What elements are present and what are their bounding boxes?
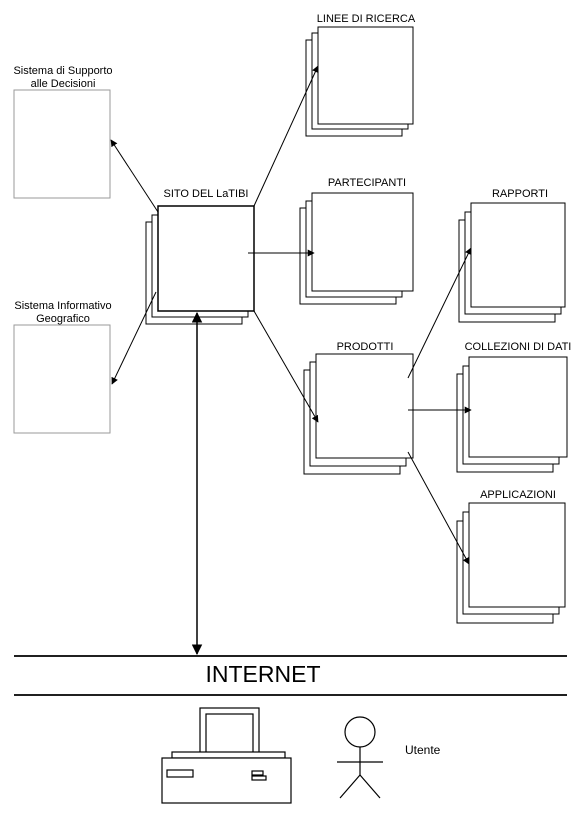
user-label: Utente <box>405 743 441 757</box>
products-label: PRODOTTI <box>337 341 394 353</box>
arrow-products-to-reports <box>407 247 472 379</box>
internet-band: INTERNET <box>14 655 567 696</box>
applications-stack: APPLICAZIONI <box>456 489 566 624</box>
geographic-information-system-box: Sistema Informativo Geografico <box>13 300 112 434</box>
research-lines-stack: LINEE DI RICERCA <box>305 13 416 137</box>
products-stack: PRODOTTI <box>303 341 414 475</box>
connections <box>110 65 472 656</box>
user-stick-figure-icon <box>337 716 383 799</box>
site-label: SITO DEL LaTIBI <box>164 188 249 200</box>
reports-stack: RAPPORTI <box>458 188 566 323</box>
arrow-products-to-applications <box>407 451 470 565</box>
computer-icon <box>161 707 292 804</box>
gis-label-line1: Sistema Informativo <box>14 300 111 312</box>
decision-support-system-box: Sistema di Supporto alle Decisioni <box>13 65 113 199</box>
data-collections-label: COLLEZIONI DI DATI <box>465 341 572 353</box>
applications-label: APPLICAZIONI <box>480 489 556 501</box>
arrow-site-to-gis <box>111 291 157 385</box>
dss-label-line1: Sistema di Supporto <box>13 65 112 77</box>
research-lines-label: LINEE DI RICERCA <box>317 13 416 25</box>
arrow-site-to-research-lines <box>253 65 319 207</box>
reports-label: RAPPORTI <box>492 188 548 200</box>
dss-label-line2: alle Decisioni <box>31 78 96 90</box>
data-collections-stack: COLLEZIONI DI DATI <box>456 341 572 473</box>
participants-stack: PARTECIPANTI <box>299 177 414 305</box>
gis-label-line2: Geografico <box>36 313 90 325</box>
participants-label: PARTECIPANTI <box>328 177 406 189</box>
internet-label: INTERNET <box>206 661 321 687</box>
arrow-site-to-products <box>253 310 319 423</box>
arrow-site-to-dss <box>110 139 159 213</box>
latibi-site-stack: SITO DEL LaTIBI <box>145 188 255 325</box>
